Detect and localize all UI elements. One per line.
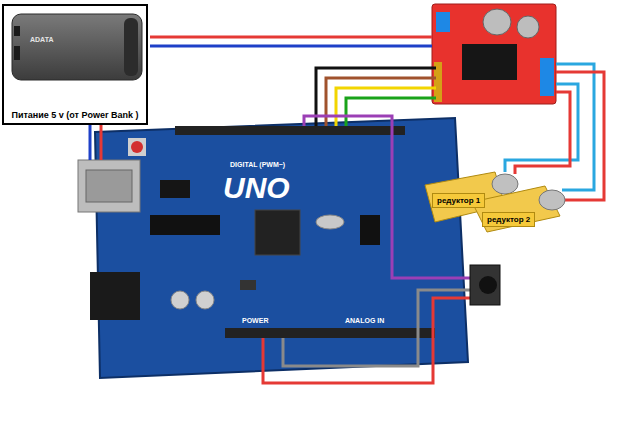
motor-driver: [432, 4, 556, 104]
header-label: POWER: [242, 317, 268, 325]
arduino-board: DIGITAL (PWM~) UNO POWER ANALOG IN: [95, 155, 425, 375]
board-name: UNO: [223, 171, 290, 206]
header-label: ANALOG IN: [345, 317, 384, 325]
power-wire: [89, 125, 92, 155]
motor-name: редуктор 1: [437, 196, 480, 205]
motor-name: редуктор 2: [487, 215, 530, 224]
power-caption: Питание 5 v (от Power Bank ): [11, 110, 138, 120]
power-bank-box: ADATA Питание 5 v (от Power Bank ): [2, 4, 148, 125]
brand-label: ADATA: [30, 36, 53, 44]
gear-motors: [425, 172, 565, 232]
ir-receiver: [470, 265, 500, 305]
wires: [90, 37, 604, 383]
arduino-board-picture: [78, 118, 468, 378]
gear-motor-label: редуктор 1: [432, 193, 485, 208]
header-label: DIGITAL (PWM~): [230, 161, 285, 169]
gear-motor-label: редуктор 2: [482, 212, 535, 227]
power-bank: [12, 14, 142, 80]
